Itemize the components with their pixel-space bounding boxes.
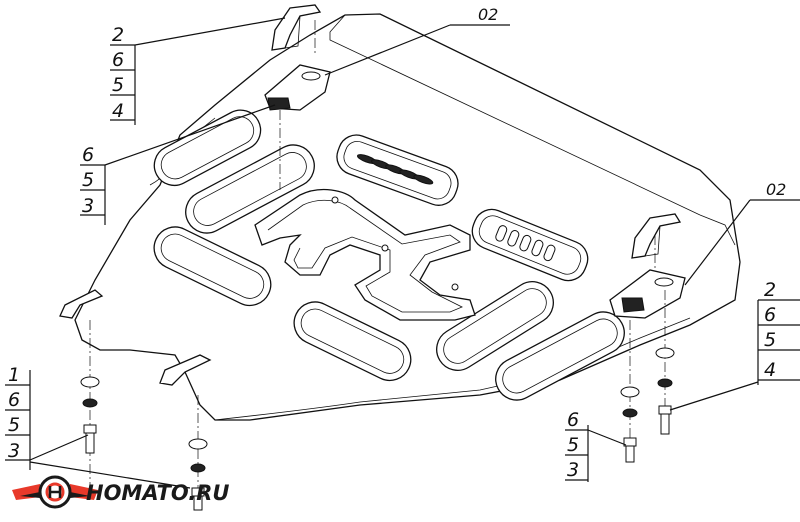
callout-right-top-2: 6 (764, 304, 776, 326)
vent-upper (336, 134, 459, 206)
bracket-left (59, 289, 104, 319)
callouts-mid-left: 6 5 3 (82, 144, 94, 217)
callouts-right-bottom: 6 5 3 (567, 409, 579, 481)
leader-lines (5, 17, 800, 489)
rear-bracket-left (264, 64, 331, 111)
rear-bracket-right (609, 269, 686, 319)
callouts-right-top: 2 6 5 4 (764, 279, 776, 381)
callout-top-left-2: 6 (112, 49, 124, 71)
logo-text: HOMATO.RU (86, 481, 229, 505)
callout-bottom-left-4: 3 (8, 440, 20, 462)
callout-top-left-1: 2 (112, 24, 124, 46)
callout-mid-left-2: 5 (82, 169, 94, 191)
callout-mid-left-1: 6 (82, 144, 94, 166)
part-code-right: 02 (766, 180, 786, 199)
bracket-top (271, 4, 322, 51)
bracket-front (159, 354, 212, 386)
bracket-right (631, 213, 682, 259)
callout-bottom-left-2: 6 (8, 389, 20, 411)
skid-plate (74, 13, 741, 421)
oval-holes (153, 109, 625, 401)
hardware-right-a (620, 386, 640, 463)
callout-bottom-left-3: 5 (8, 414, 20, 436)
callout-right-top-1: 2 (764, 279, 776, 301)
callouts-top-left: 2 6 5 4 (112, 24, 124, 122)
callout-top-left-4: 4 (112, 100, 124, 122)
callout-right-top-3: 5 (764, 329, 776, 351)
hardware-left-b (188, 438, 208, 511)
callout-right-top-4: 4 (764, 359, 776, 381)
callout-right-bottom-3: 3 (567, 459, 579, 481)
callout-right-bottom-2: 5 (567, 434, 579, 456)
part-code-top: 02 (478, 5, 498, 24)
callout-top-left-3: 5 (112, 74, 124, 96)
vent-lower (471, 208, 589, 282)
center-rib (254, 188, 476, 321)
brand-logo: HOMATO.RU (12, 475, 229, 509)
winged-wheel-icon (12, 475, 98, 509)
callout-right-bottom-1: 6 (567, 409, 579, 431)
hardware-left-a (80, 376, 100, 454)
hardware-right-b (655, 347, 675, 435)
callout-mid-left-3: 3 (82, 195, 94, 217)
callout-bottom-left-1: 1 (8, 364, 20, 386)
callouts-bottom-left: 1 6 5 3 (8, 364, 20, 462)
